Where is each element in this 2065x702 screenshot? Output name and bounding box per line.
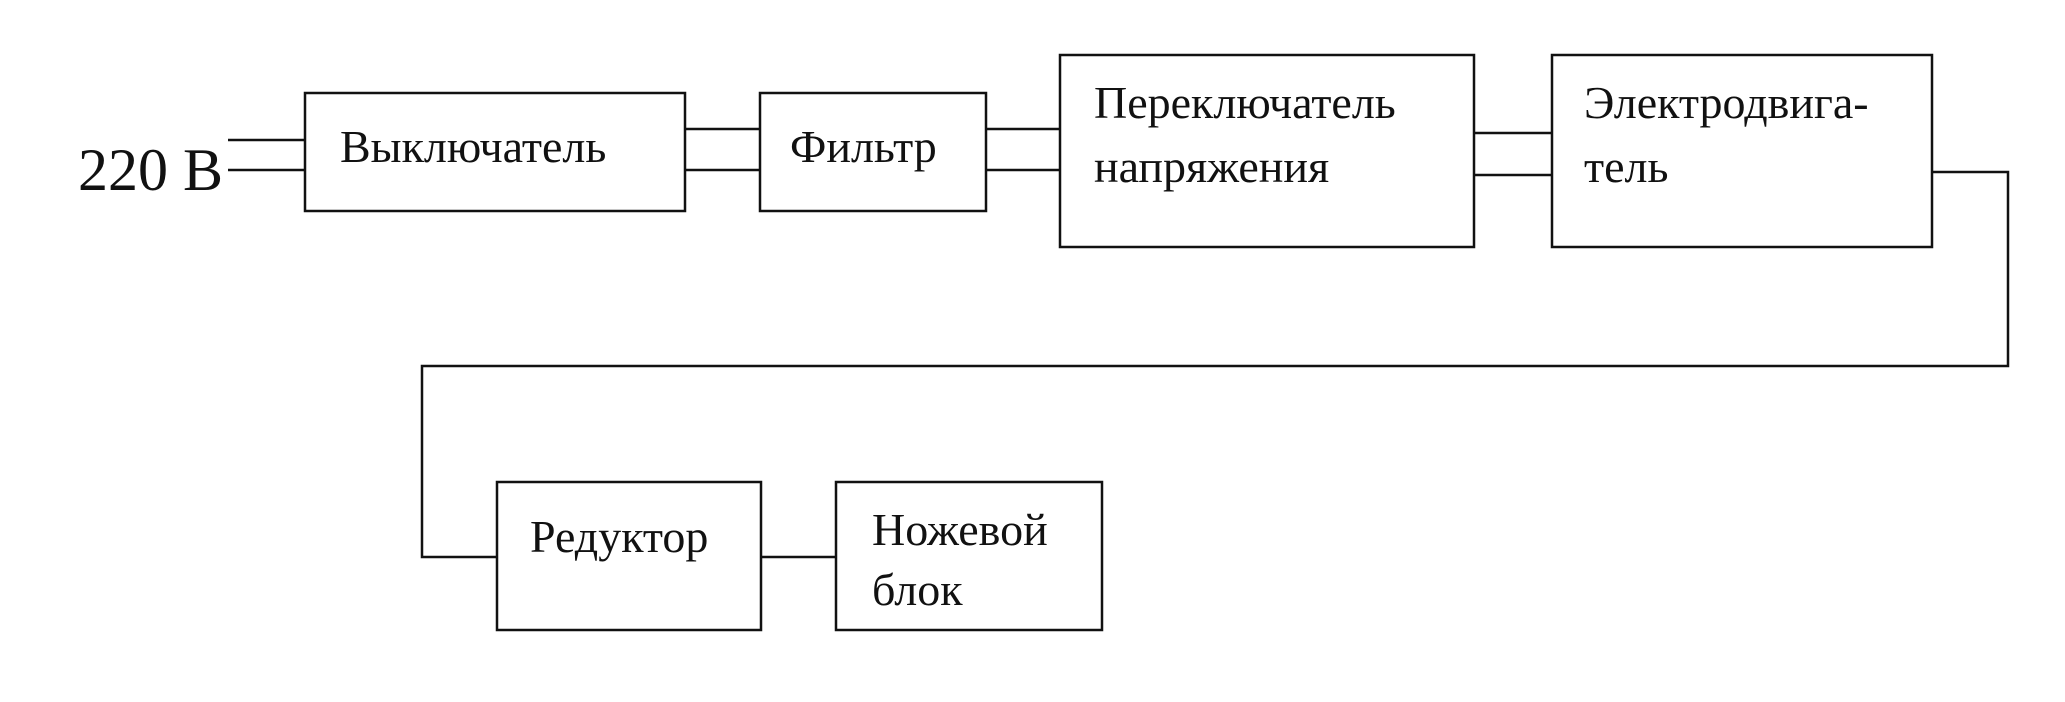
block-voltage-switch: Переключатель напряжения [1058,53,1476,249]
block-reducer: Редуктор [495,480,763,632]
block-knife-label-line1: Ножевой [872,504,1048,555]
block-filter-label: Фильтр [790,121,937,172]
source-voltage-label: 220 В [78,137,223,203]
wire-motor-reducer [420,170,2010,559]
block-knife-label-line2: блок [872,564,963,615]
block-voltage-switch-label-line2: напряжения [1094,141,1329,192]
block-voltage-switch-label-line1: Переключатель [1094,77,1396,128]
block-reducer-label: Редуктор [530,511,708,562]
block-switch-label: Выключатель [340,121,606,172]
block-motor: Электродвига- тель [1550,53,1934,249]
block-filter: Фильтр [758,91,988,213]
block-motor-label-line1: Электродвига- [1584,77,1869,128]
block-knife: Ножевой блок [834,480,1104,632]
block-motor-label-line2: тель [1584,141,1668,192]
block-switch: Выключатель [303,91,687,213]
